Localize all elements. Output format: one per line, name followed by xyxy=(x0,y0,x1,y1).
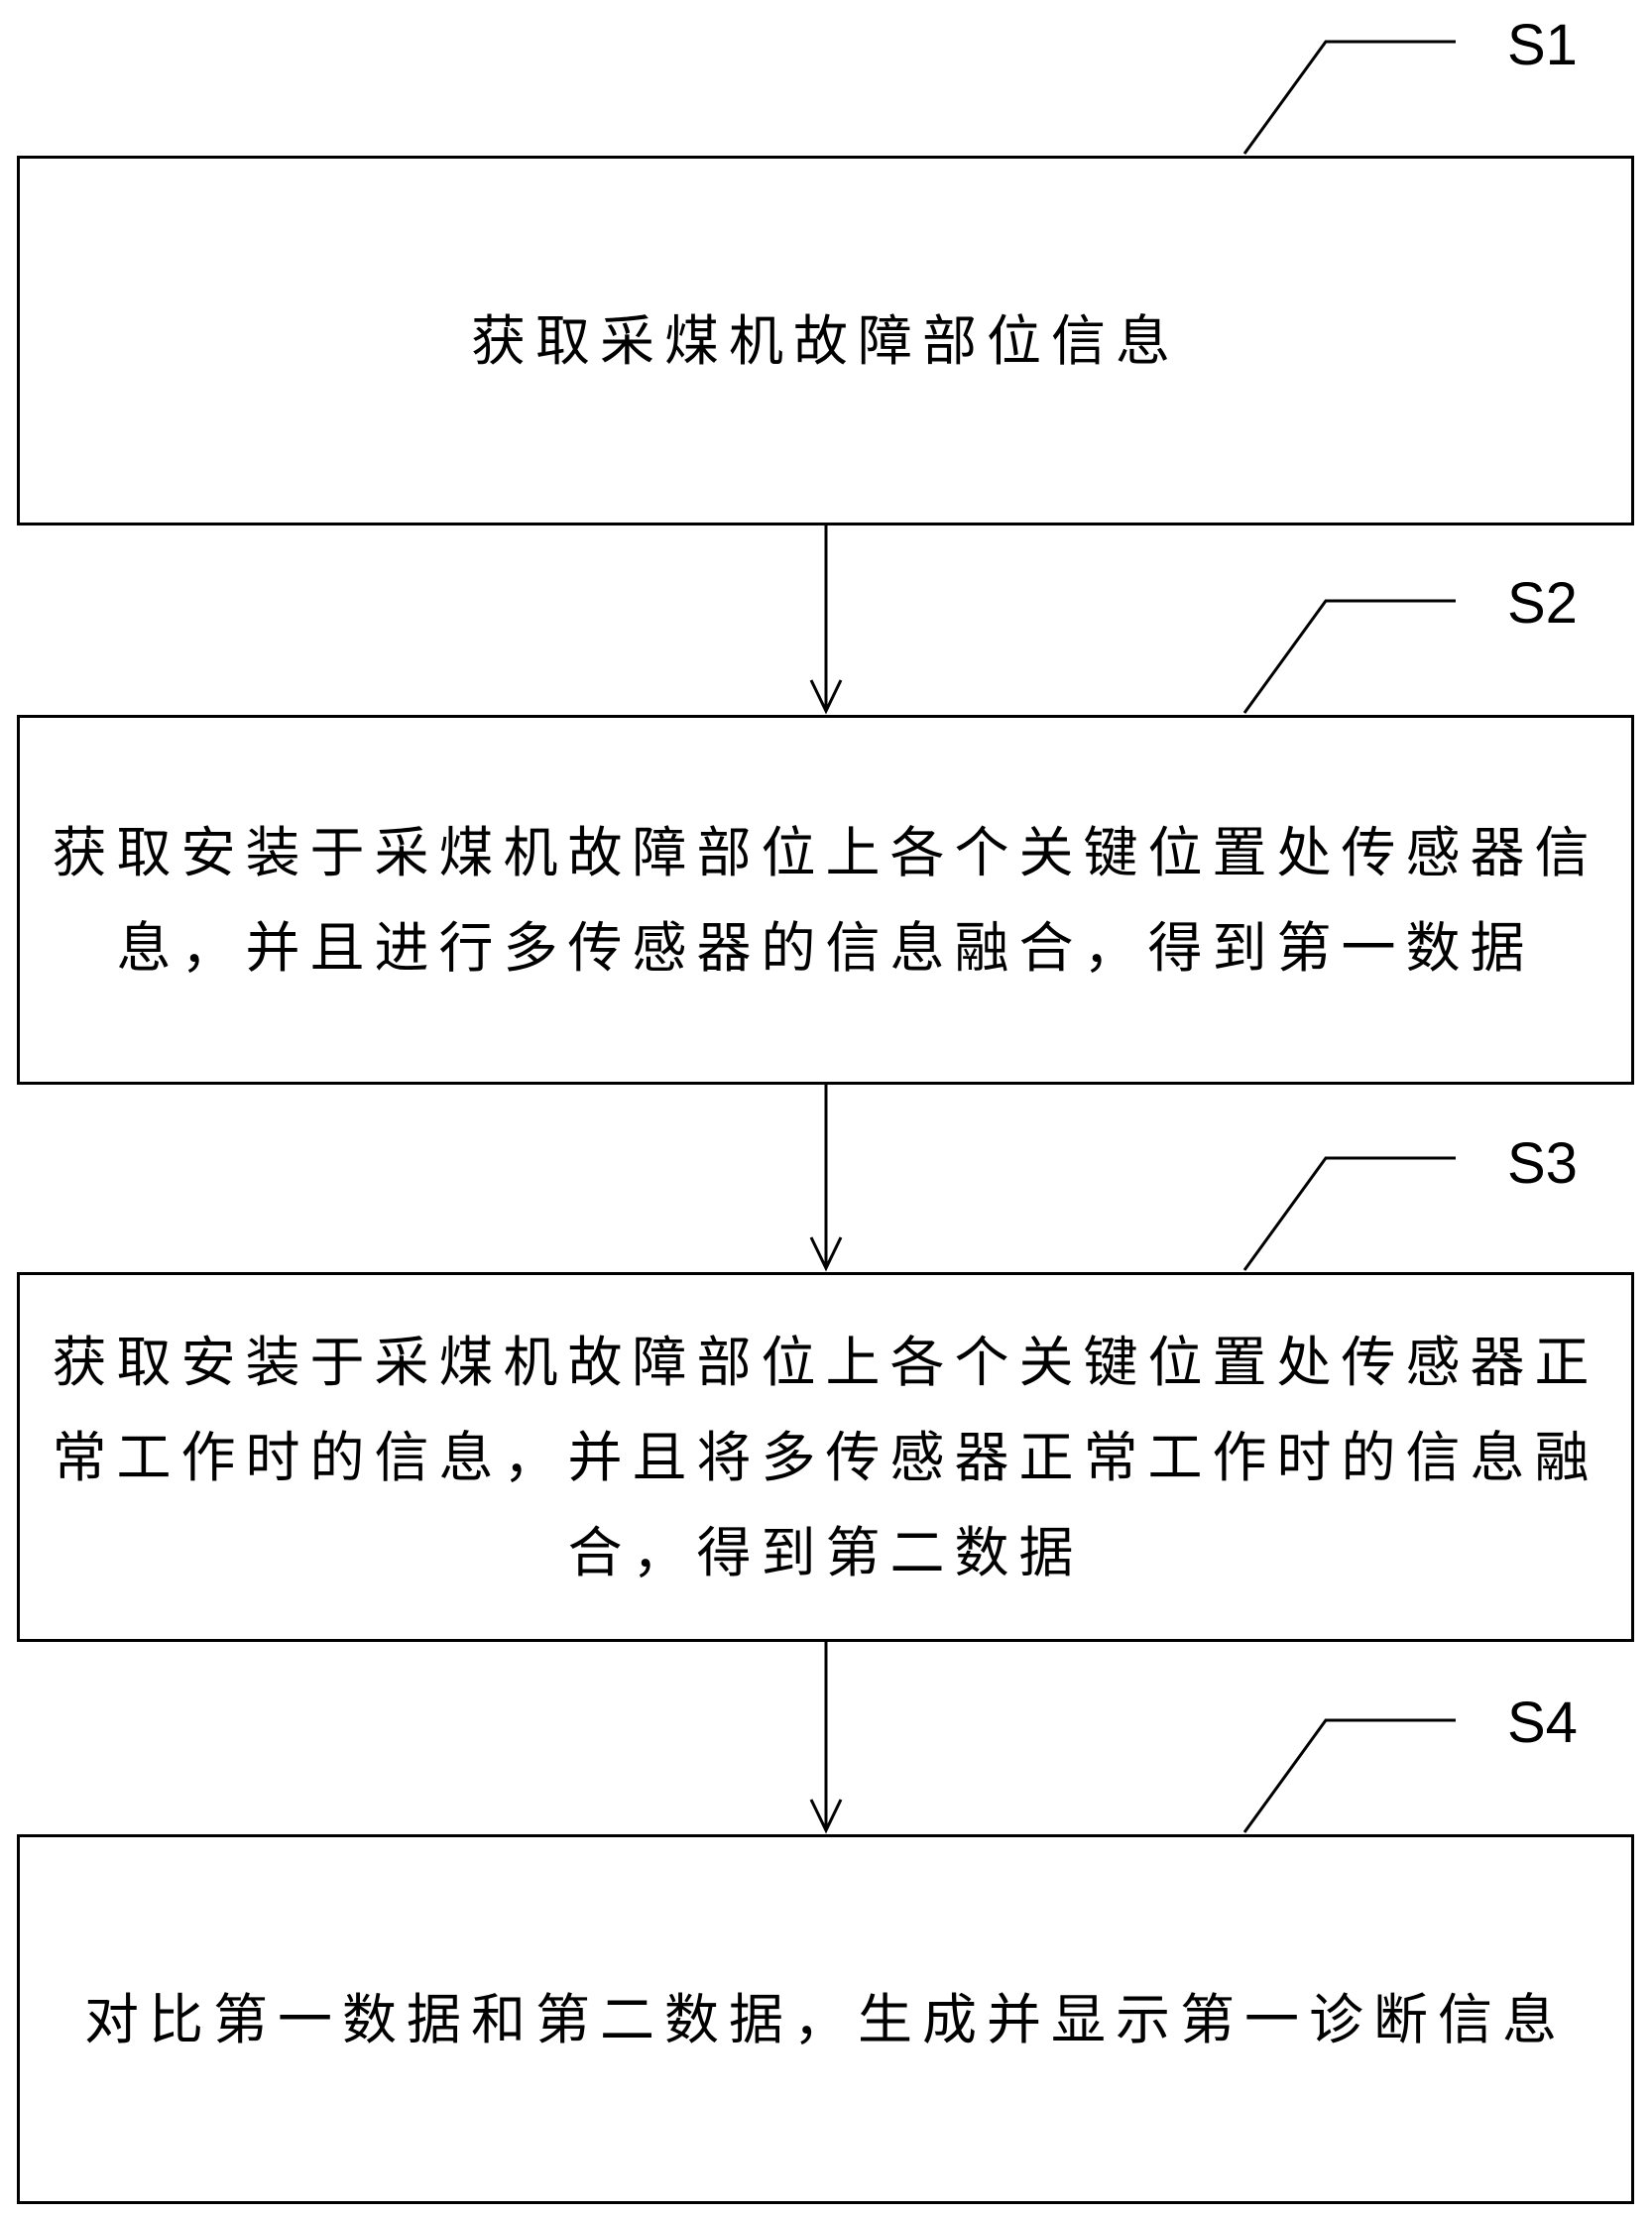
arrow-s1-s2 xyxy=(809,525,843,715)
step-box-s1: 获取采煤机故障部位信息 xyxy=(17,156,1634,525)
arrow-s3-s4 xyxy=(809,1642,843,1834)
leader-line-s3 xyxy=(1242,1156,1456,1271)
step-label-s1: S1 xyxy=(1507,13,1578,77)
step-text-s4: 对比第一数据和第二数据，生成并显示第一诊断信息 xyxy=(83,1987,1567,2051)
step-text-s2: 获取安装于采煤机故障部位上各个关键位置处传感器信息，并且进行多传感器的信息融合，… xyxy=(52,820,1599,980)
step-label-s2: S2 xyxy=(1507,571,1578,636)
step-text-s3: 获取安装于采煤机故障部位上各个关键位置处传感器正常工作时的信息，并且将多传感器正… xyxy=(52,1330,1599,1584)
leader-line-s1 xyxy=(1242,40,1456,155)
step-label-s3: S3 xyxy=(1507,1131,1578,1196)
leader-line-s4 xyxy=(1242,1718,1456,1833)
step-box-s4: 对比第一数据和第二数据，生成并显示第一诊断信息 xyxy=(17,1834,1634,2204)
step-box-s2: 获取安装于采煤机故障部位上各个关键位置处传感器信息，并且进行多传感器的信息融合，… xyxy=(17,715,1634,1085)
step-text-s1: 获取采煤机故障部位信息 xyxy=(470,308,1180,373)
leader-line-s2 xyxy=(1242,599,1456,714)
arrow-s2-s3 xyxy=(809,1085,843,1272)
step-box-s3: 获取安装于采煤机故障部位上各个关键位置处传感器正常工作时的信息，并且将多传感器正… xyxy=(17,1272,1634,1642)
step-label-s4: S4 xyxy=(1507,1691,1578,1755)
